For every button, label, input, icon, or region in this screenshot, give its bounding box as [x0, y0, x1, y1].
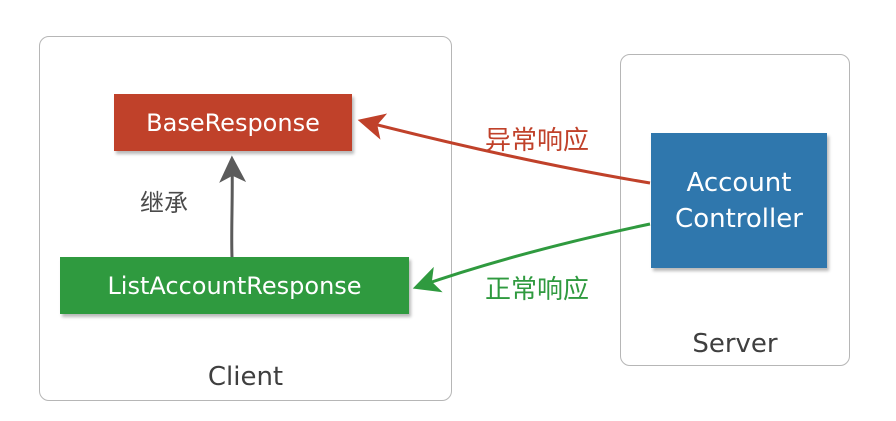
error-response-edge-label: 异常响应 — [485, 126, 590, 156]
client-group-label: Client — [207, 362, 284, 392]
client-group: Client — [39, 36, 452, 401]
list-account-response-label: ListAccountResponse — [107, 271, 362, 300]
account-controller-label-line2: Controller — [675, 203, 803, 234]
base-response-node: BaseResponse — [114, 94, 352, 151]
base-response-label: BaseResponse — [146, 108, 320, 137]
normal-response-edge-label: 正常响应 — [485, 275, 590, 305]
inherit-edge-label: 继承 — [140, 189, 188, 217]
account-controller-label-line1: Account — [686, 167, 792, 198]
list-account-response-node: ListAccountResponse — [60, 257, 409, 314]
server-group-label: Server — [692, 329, 778, 359]
account-controller-node: Account Controller — [651, 133, 827, 268]
